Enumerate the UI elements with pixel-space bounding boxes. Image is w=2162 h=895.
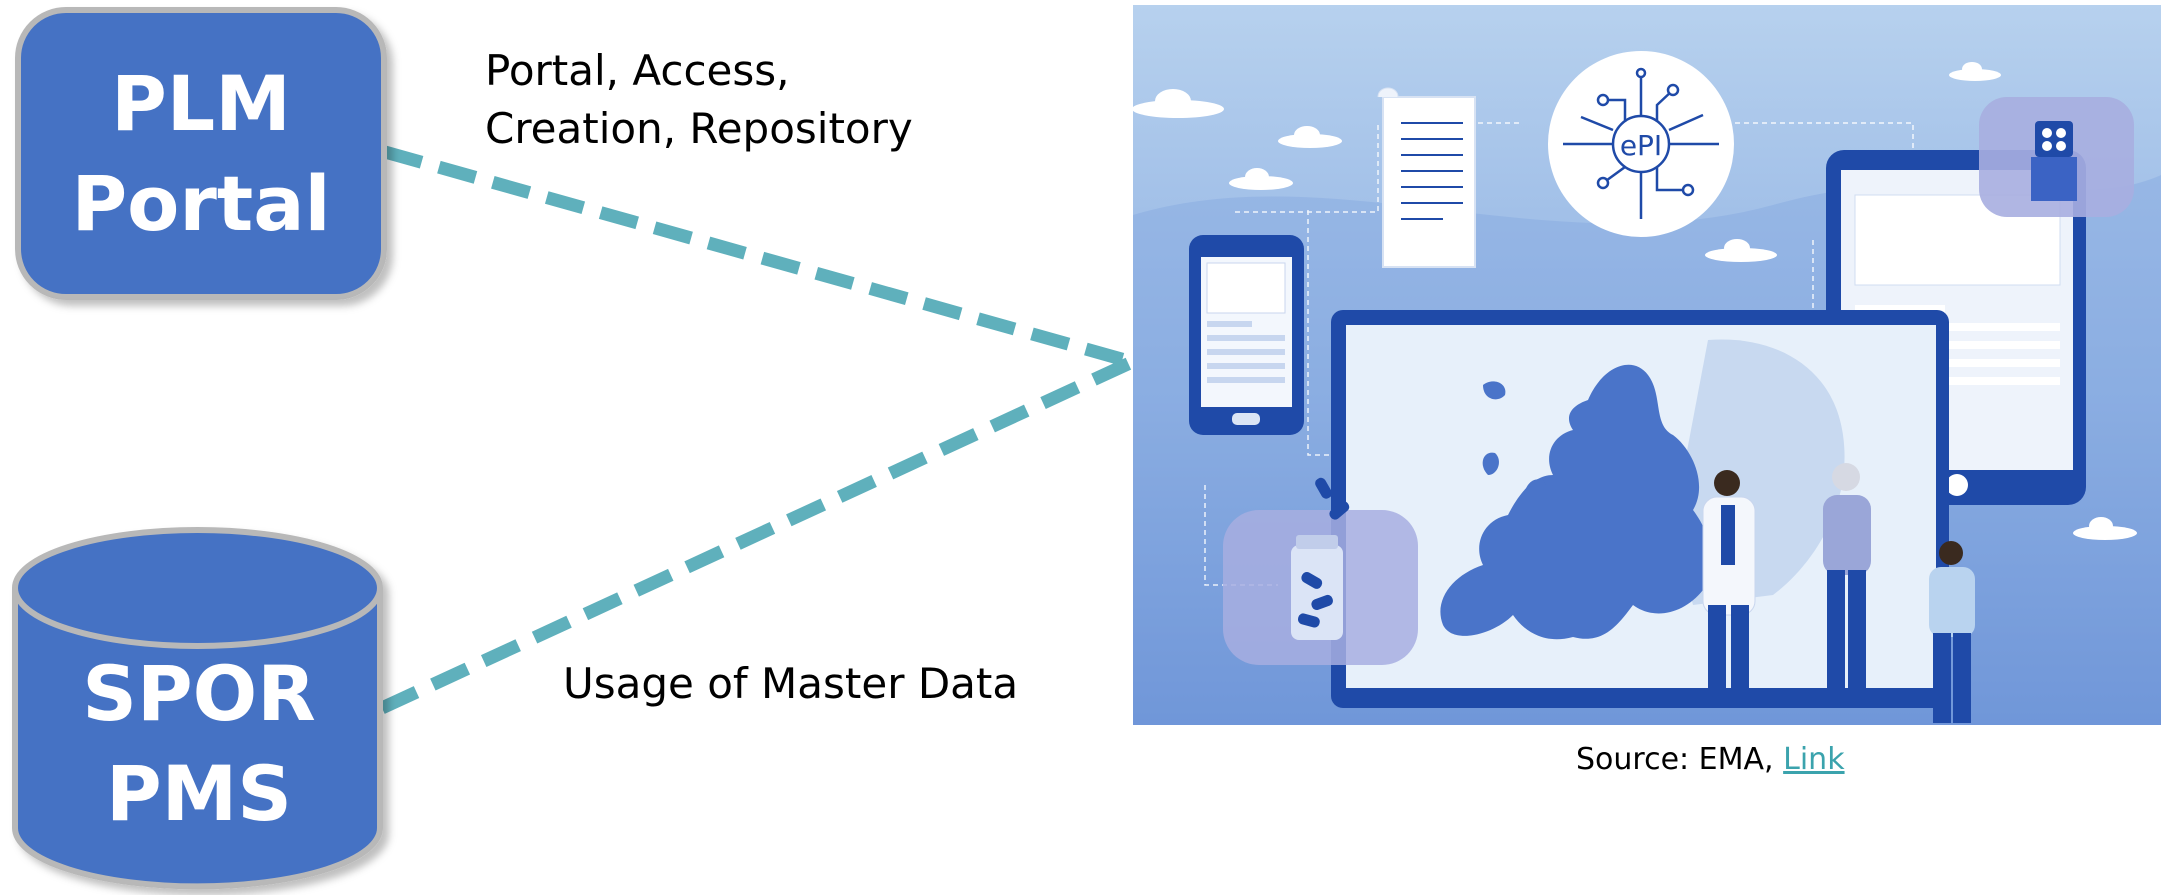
pill-bottle-icon	[1223, 477, 1418, 665]
epi-circuit-icon: ePI	[1548, 51, 1734, 237]
connector-plm-to-epi	[383, 145, 1134, 369]
source-link[interactable]: Link	[1783, 742, 1845, 777]
medicine-box-icon	[1979, 97, 2134, 217]
source-caption-text: Source: EMA,	[1576, 742, 1784, 777]
document-icon	[1377, 87, 1476, 268]
plm-portal-node[interactable]	[15, 7, 387, 300]
doctor-figure-icon	[1702, 470, 1756, 705]
plm-edge-label: Portal, Access, Creation, Repository	[485, 42, 913, 158]
plm-node-label-line2: Portal	[71, 159, 330, 248]
epi-badge-text: ePI	[1620, 129, 1662, 162]
tablet-icon	[1826, 150, 2086, 505]
plm-edge-label-line2: Creation, Repository	[485, 104, 913, 153]
cloud-icon	[1133, 62, 2137, 540]
plm-node-label-line1: PLM	[111, 59, 291, 148]
connector-spor-to-epi	[379, 356, 1135, 714]
plm-edge-label-line1: Portal, Access,	[485, 46, 790, 95]
spor-node-label-line1: SPOR	[82, 649, 316, 738]
smartphone-icon	[1189, 235, 1304, 435]
spor-node-label-line2: PMS	[106, 749, 292, 838]
epi-illustration: ePI	[1133, 5, 2161, 725]
source-caption: Source: EMA, Link	[1576, 742, 1845, 777]
man-figure-icon	[1929, 541, 1975, 723]
spor-pms-node[interactable]	[12, 527, 383, 890]
spor-edge-label: Usage of Master Data	[563, 659, 1019, 708]
woman-figure-icon	[1823, 463, 1871, 705]
